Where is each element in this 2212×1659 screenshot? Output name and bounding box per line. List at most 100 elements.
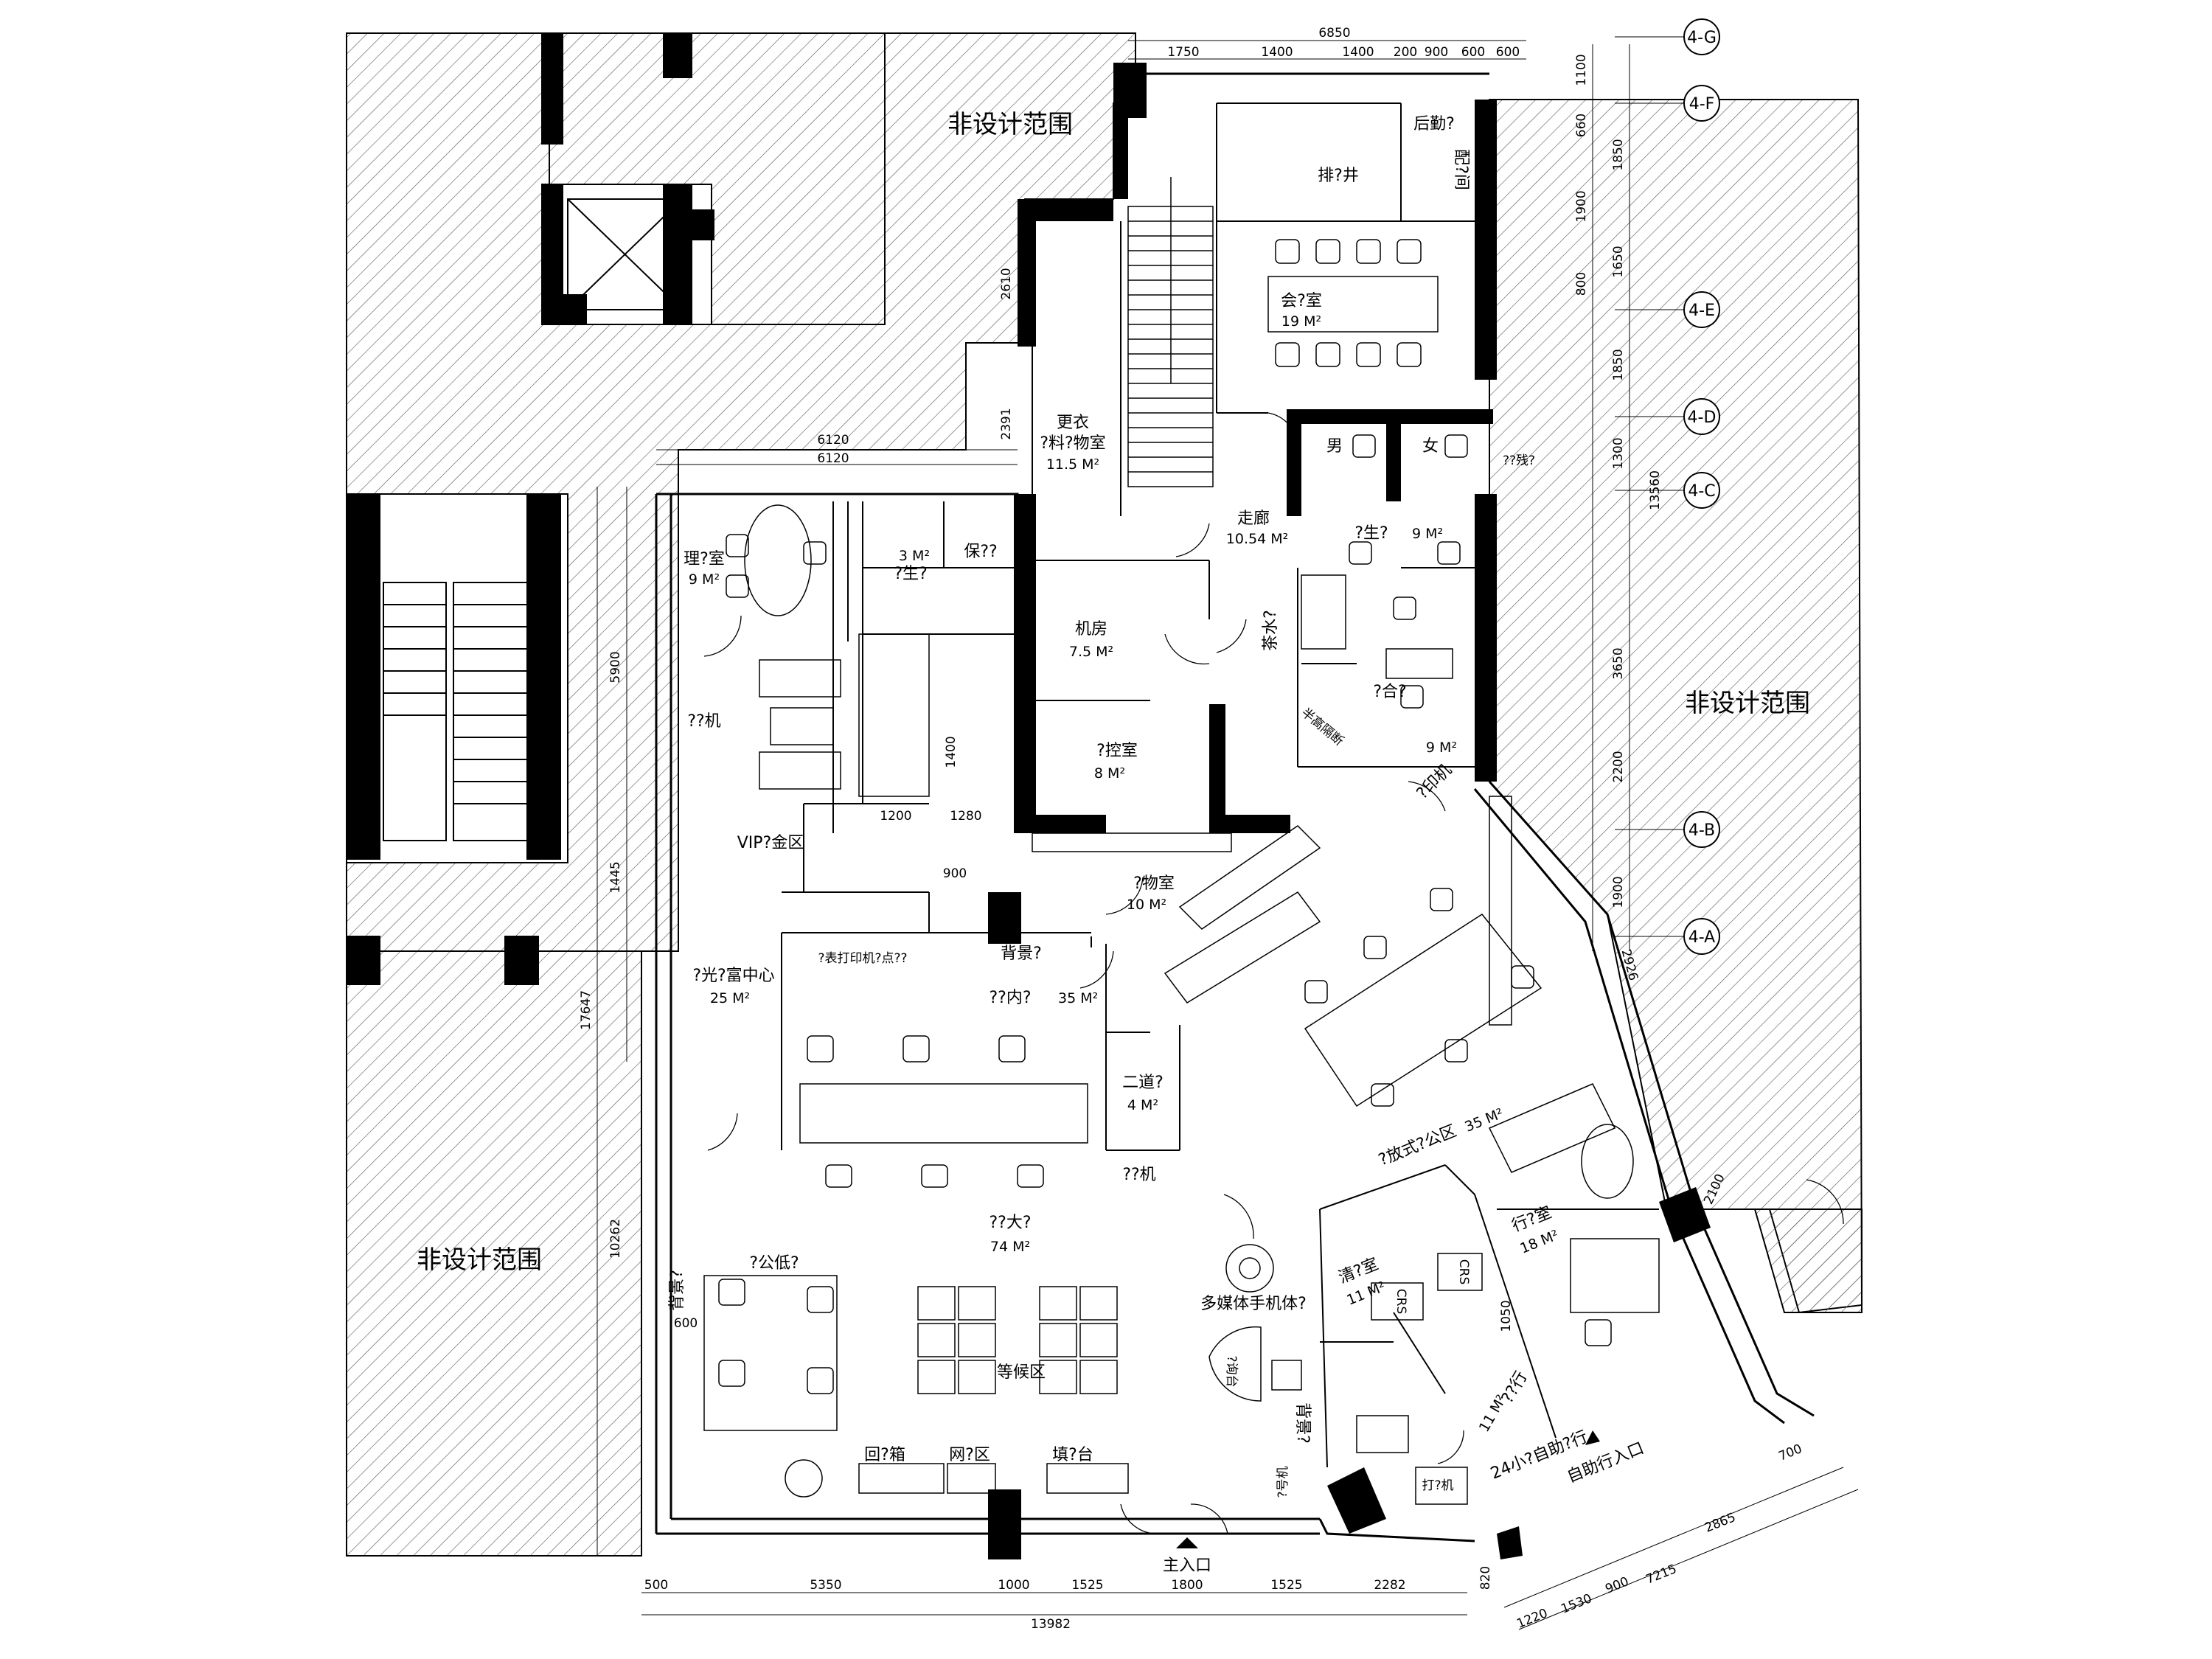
- room-name: 走廊: [1237, 509, 1270, 528]
- half-partition-label: 半高隔断: [1298, 706, 1346, 749]
- room-name: 更衣: [1057, 414, 1089, 432]
- dim-right: 1850: [1611, 139, 1626, 170]
- room-area: 11.5 M²: [1046, 456, 1099, 473]
- room-area: 11 M²: [1476, 1392, 1510, 1435]
- crs-label: CRS: [1394, 1289, 1408, 1314]
- dim-left: 5900: [608, 651, 623, 683]
- dim-bottom-right: 700: [1776, 1441, 1804, 1464]
- room-area: 9 M²: [1412, 526, 1443, 542]
- crs-label: CRS: [1456, 1259, 1471, 1284]
- net-label: 网?区: [949, 1446, 990, 1464]
- room-name: 排?井: [1318, 167, 1359, 185]
- grid-axis-label: 4-G: [1687, 29, 1717, 47]
- meeting-table: [1267, 276, 1439, 333]
- dim-upper: 6120: [817, 451, 849, 466]
- male-label: 男: [1326, 437, 1343, 456]
- dim-misc: 1400: [944, 736, 959, 768]
- room-name: ?料?物室: [1040, 434, 1105, 453]
- dim-bottom: 1525: [1071, 1578, 1103, 1593]
- room-name: 保??: [964, 543, 997, 561]
- dim-right: 1850: [1611, 349, 1626, 380]
- room-area: 3 M²: [899, 548, 930, 564]
- room-name: 理?室: [684, 550, 725, 568]
- dim-bottom-right: 2865: [1703, 1510, 1738, 1536]
- print-point-label: ?表打印机?点??: [818, 951, 907, 966]
- dim-top: 600: [1461, 45, 1485, 60]
- form-desk-label: 填?台: [1052, 1446, 1093, 1464]
- room-name: ?控室: [1096, 742, 1138, 760]
- dim-left: 10262: [608, 1219, 623, 1259]
- inquiry-label: ?询台: [1224, 1355, 1239, 1387]
- teller-counter: [799, 1083, 1088, 1144]
- dim-bottom-right: 900: [1603, 1574, 1631, 1597]
- dim-bottom-right: 7215: [1644, 1562, 1679, 1587]
- room-name: ?生?: [1354, 524, 1388, 543]
- room-area: 9 M²: [1426, 740, 1457, 756]
- dim-misc: 1200: [880, 809, 911, 824]
- dim-bottom: 2282: [1374, 1578, 1405, 1593]
- dim-left: 17647: [579, 990, 594, 1030]
- dim-bottom: 1800: [1171, 1578, 1203, 1593]
- room-name: 会?室: [1281, 292, 1322, 310]
- dim-bottom: 500: [644, 1578, 668, 1593]
- atm-lobby-label: ??机: [1122, 1166, 1155, 1184]
- coffee-table: [770, 707, 834, 745]
- room-name: ?生?: [894, 565, 927, 583]
- dim-bottom: 1525: [1270, 1578, 1302, 1593]
- background-wall-label: 背景?: [1293, 1402, 1312, 1444]
- dim-right: 660: [1574, 114, 1589, 137]
- doors: [703, 412, 1844, 1534]
- dim-misc: 1280: [950, 809, 981, 824]
- non-design-area-right-lower: [1753, 1208, 1863, 1313]
- dim-left: 1445: [608, 861, 623, 893]
- dim-top: 1400: [1261, 45, 1293, 60]
- female-label: 女: [1422, 437, 1439, 456]
- dim-top: 900: [1425, 45, 1448, 60]
- room-name: 二道?: [1122, 1074, 1164, 1092]
- dim-right: 1650: [1611, 246, 1626, 277]
- multimedia-label: 多媒体手机体?: [1200, 1295, 1307, 1313]
- atm-area-label: ??机: [687, 712, 720, 731]
- non-design-label: 非设计范围: [1685, 689, 1810, 718]
- vip-label: VIP?金区: [737, 834, 804, 852]
- elevator-core: [541, 32, 886, 325]
- dim-bottom-total: 13982: [1031, 1617, 1071, 1632]
- grid-axis-label: 4-A: [1688, 928, 1716, 947]
- grid-axis-label: 4-F: [1689, 95, 1715, 114]
- room-name: 后勤?: [1413, 115, 1455, 133]
- dimension-lines: [597, 40, 1859, 1630]
- dim-top: 200: [1394, 45, 1417, 60]
- room-area: 4 M²: [1127, 1097, 1158, 1113]
- room-area: 9 M²: [689, 571, 720, 588]
- left-stair: [346, 493, 568, 985]
- recycle-label: 回?箱: [864, 1446, 905, 1464]
- dim-upper: 6120: [817, 433, 849, 448]
- tea-label: 茶水?: [1262, 610, 1280, 651]
- room-name: 配?间: [1452, 149, 1470, 190]
- room-name: ??内?: [989, 989, 1031, 1007]
- background-wall-label: 背景?: [668, 1270, 686, 1311]
- dim-bottom: 1000: [998, 1578, 1029, 1593]
- background-wall-label: 背景?: [1001, 945, 1042, 963]
- clean-label: ??残?: [1503, 453, 1535, 468]
- dim-bottom-right: 1530: [1559, 1591, 1594, 1617]
- dim-right: 3650: [1611, 647, 1626, 679]
- room-area: 10.54 M²: [1226, 531, 1288, 547]
- grid-axis-label: 4-E: [1688, 302, 1715, 320]
- dim-top: 1400: [1342, 45, 1374, 60]
- dim-bottom: 5350: [810, 1578, 841, 1593]
- grid-axis-label: 4-C: [1688, 482, 1715, 501]
- atm-label: 打?机: [1422, 1478, 1453, 1493]
- room-area: 35 M²: [1462, 1105, 1506, 1135]
- dim-right: 800: [1574, 272, 1589, 296]
- room-area: 10 M²: [1127, 897, 1166, 913]
- counter-low-label: ?公低?: [749, 1254, 799, 1273]
- dim-right: 1100: [1574, 54, 1589, 86]
- dim-top-total: 6850: [1318, 26, 1350, 41]
- room-name: ?放式?公区: [1376, 1122, 1459, 1170]
- dim-upper: 2391: [999, 408, 1014, 439]
- dim-upper: 2610: [999, 268, 1014, 299]
- room-area: 74 M²: [990, 1239, 1030, 1255]
- dim-bottom-right: 1220: [1514, 1606, 1550, 1632]
